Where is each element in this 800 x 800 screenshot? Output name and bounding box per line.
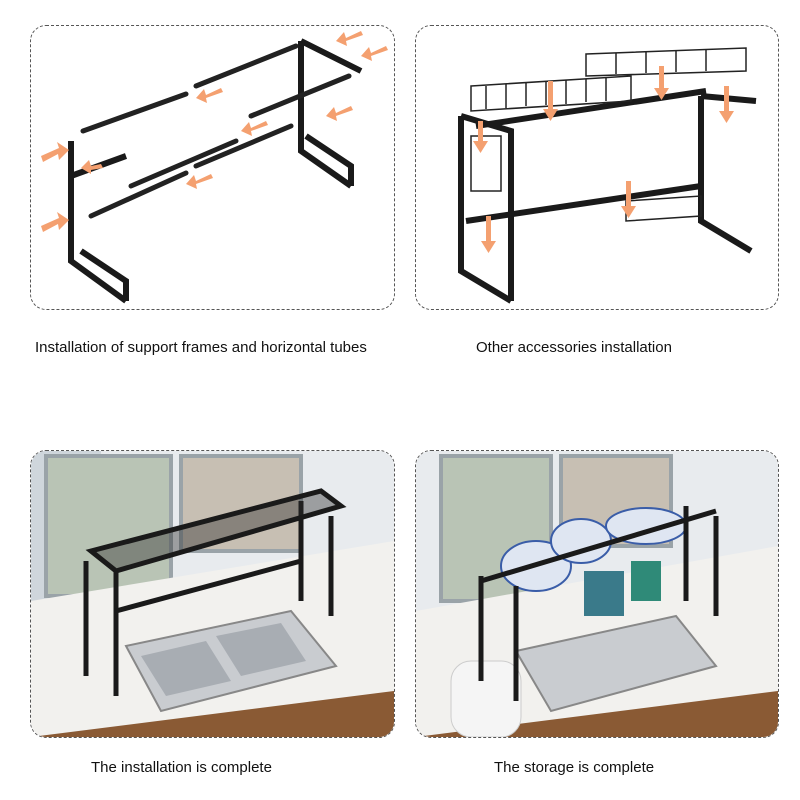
caption-storage-complete: The storage is complete <box>494 759 655 776</box>
caption-installation-complete: The installation is complete <box>91 759 272 776</box>
panel-installation-complete <box>30 450 395 738</box>
installed-rack-photo <box>31 451 394 737</box>
panel-frame-installation <box>30 25 395 310</box>
caption-accessories-installation: Other accessories installation <box>476 339 672 356</box>
frame-tubes-illustration <box>41 31 388 304</box>
stocked-rack-photo <box>416 451 778 737</box>
accessories-illustration <box>458 47 757 304</box>
caption-frame-installation: Installation of support frames and horiz… <box>35 339 367 356</box>
panel-accessories-installation <box>415 25 779 310</box>
panel-storage-complete <box>415 450 779 738</box>
